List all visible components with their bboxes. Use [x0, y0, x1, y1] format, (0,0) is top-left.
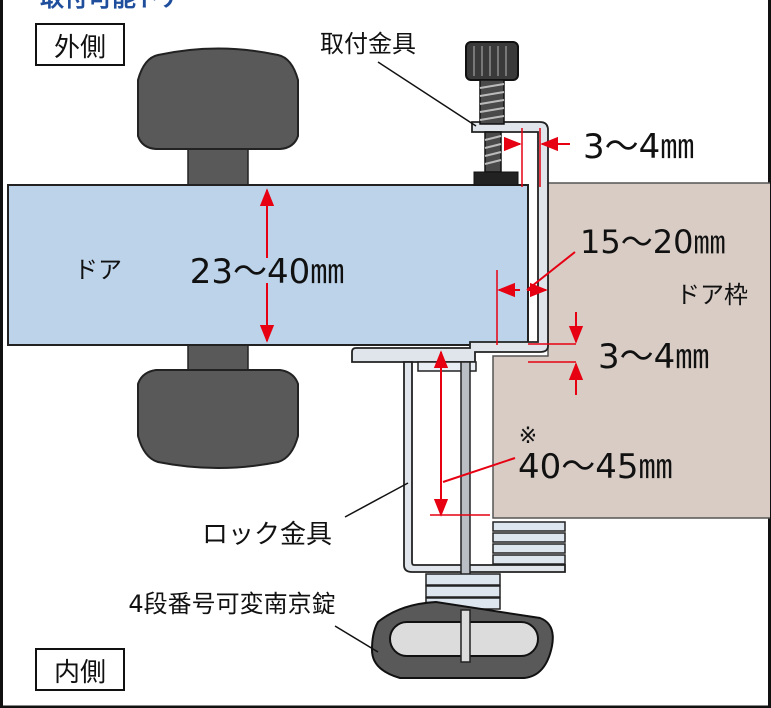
inside-label-box — [35, 648, 125, 691]
inner-door-handle — [137, 369, 299, 469]
thread-lines-lower — [484, 135, 502, 165]
note-mark: ※ — [519, 424, 537, 449]
padlock-label: 4段番号可変南京錠 — [128, 590, 335, 618]
door-frame-upper — [548, 183, 770, 356]
door-thickness-measurement: 23〜40㎜ — [190, 252, 345, 292]
outer-door-handle — [137, 47, 299, 150]
thumb-screw-grip — [473, 46, 507, 76]
padlock-leader — [334, 625, 379, 653]
lock-bracket-leader — [344, 482, 409, 518]
header-text: 取付可能ドア — [40, 0, 184, 12]
door-frame-lower — [493, 356, 770, 518]
screw-pressure-pad — [473, 171, 519, 186]
dimension-arrows — [259, 136, 584, 517]
padlock-shackle-lower — [460, 609, 471, 663]
mounting-bracket-label: 取付金具 — [320, 30, 416, 58]
lock-bracket-body — [403, 361, 566, 573]
bracket-plate-stack — [492, 521, 566, 565]
lock-bracket-label: ロック金具 — [202, 520, 332, 550]
frame-gap-measurement: 15〜20㎜ — [580, 223, 725, 261]
door-frame-label: ドア枠 — [676, 281, 748, 309]
clearance-top-measurement: 3〜4㎜ — [583, 127, 694, 167]
mounting-bracket — [351, 121, 549, 363]
door-label: ドア — [74, 256, 122, 284]
mounting-bracket-leader — [377, 61, 477, 127]
outside-label: 外側 — [54, 33, 106, 63]
clearance-bottom-measurement: 3〜4㎜ — [598, 337, 709, 377]
lock-depth-measurement: 40〜45㎜ — [518, 447, 673, 487]
outside-label-box — [35, 23, 125, 66]
inside-label: 内側 — [54, 658, 106, 688]
dimension-guides — [430, 128, 576, 516]
thread-lines-upper — [479, 83, 505, 121]
